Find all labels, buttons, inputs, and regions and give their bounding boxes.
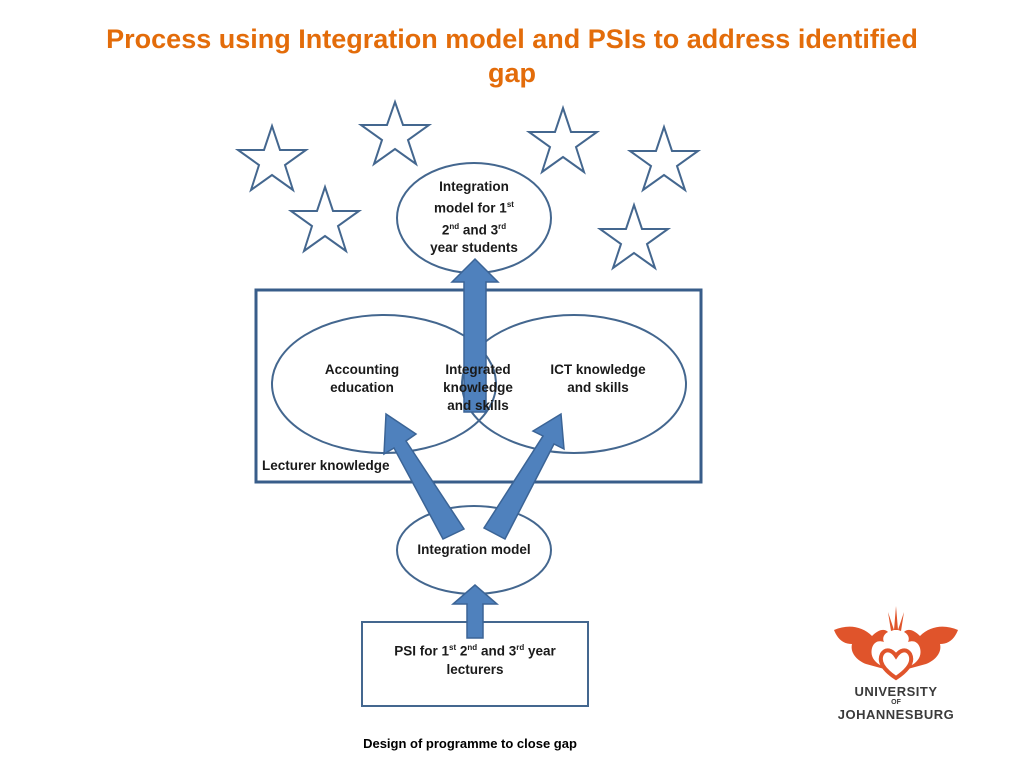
top-ellipse-line-3: 2nd and 3rd: [404, 218, 544, 240]
star-icon: [626, 123, 702, 193]
title-line-2: gap: [487, 58, 536, 88]
logo-line-3: JOHANNESBURG: [837, 707, 955, 722]
star-icon: [357, 98, 433, 167]
star-icon: [525, 104, 601, 175]
psi-sup-rd: rd: [516, 643, 525, 652]
slide-title: Process using Integration model and PSIs…: [60, 22, 964, 90]
integrated-line-3: and skills: [447, 398, 509, 413]
lecturer-knowledge-label: Lecturer knowledge: [262, 457, 422, 475]
logo-line-1: UNIVERSITY: [854, 684, 938, 699]
accounting-label: Accounting education: [306, 361, 418, 397]
arrow-diagonal-right-icon: [482, 412, 565, 541]
psi-line-1a: PSI for 1: [394, 643, 450, 659]
bird-emblem-icon: [834, 606, 958, 681]
top-ellipse-line-2: model for 1st: [404, 196, 544, 218]
ict-line-1: ICT knowledge: [550, 362, 646, 377]
title-line-1: Process using Integration model and PSIs…: [106, 24, 918, 54]
decorative-stars: [234, 98, 702, 271]
top-ellipse-line-3a: 2: [441, 222, 450, 237]
accounting-line-1: Accounting: [324, 362, 400, 377]
accounting-line-2: education: [330, 380, 394, 395]
integrated-line-1: Integrated: [445, 362, 511, 377]
integrated-knowledge-label: Integrated knowledge and skills: [428, 361, 528, 415]
star-icon: [596, 201, 672, 271]
integration-model-label: Integration model: [400, 541, 548, 559]
psi-box-label: PSI for 1st 2nd and 3rd year lecturers: [364, 639, 586, 679]
top-ellipse-label: Integration model for 1st 2nd and 3rd ye…: [404, 178, 544, 257]
psi-sup-nd: nd: [467, 643, 478, 652]
logo-line-2: OF: [891, 699, 901, 706]
arrow-up-icon: [450, 584, 500, 639]
arrow-diagonal-left-icon: [383, 412, 466, 540]
diagram-caption: Design of programme to close gap: [363, 736, 577, 751]
star-icon: [287, 183, 363, 254]
top-ellipse-line-2a: model for 1: [434, 200, 507, 216]
top-ellipse-sup: st: [506, 200, 514, 209]
top-ellipse-line-3b: and 3: [459, 222, 499, 237]
logo-text: UNIVERSITY OF JOHANNESBURG: [826, 684, 966, 722]
top-ellipse-line-1: Integration: [439, 179, 509, 194]
arrows: [383, 257, 565, 639]
top-ellipse-sup-nd: nd: [449, 221, 460, 231]
psi-line-1b: 2: [456, 643, 468, 659]
lecturer-knowledge-text: Lecturer knowledge: [262, 458, 390, 473]
university-logo: [834, 606, 958, 681]
top-ellipse-sup-rd: rd: [498, 221, 507, 231]
star-icon: [234, 122, 310, 193]
ict-circle: [461, 314, 687, 454]
ict-label: ICT knowledge and skills: [536, 361, 660, 397]
psi-line-1: PSI for 1st 2nd and 3rd year: [364, 639, 586, 661]
arrow-up-icon: [450, 257, 500, 413]
integration-model-text: Integration model: [417, 542, 531, 557]
integrated-line-2: knowledge: [443, 380, 513, 395]
psi-sup-st: st: [449, 643, 457, 652]
psi-line-1c: and 3: [477, 643, 517, 659]
psi-line-2: lecturers: [446, 661, 504, 677]
psi-line-1d: year: [524, 643, 556, 659]
ict-line-2: and skills: [567, 380, 629, 395]
top-ellipse-line-4: year students: [430, 240, 518, 255]
